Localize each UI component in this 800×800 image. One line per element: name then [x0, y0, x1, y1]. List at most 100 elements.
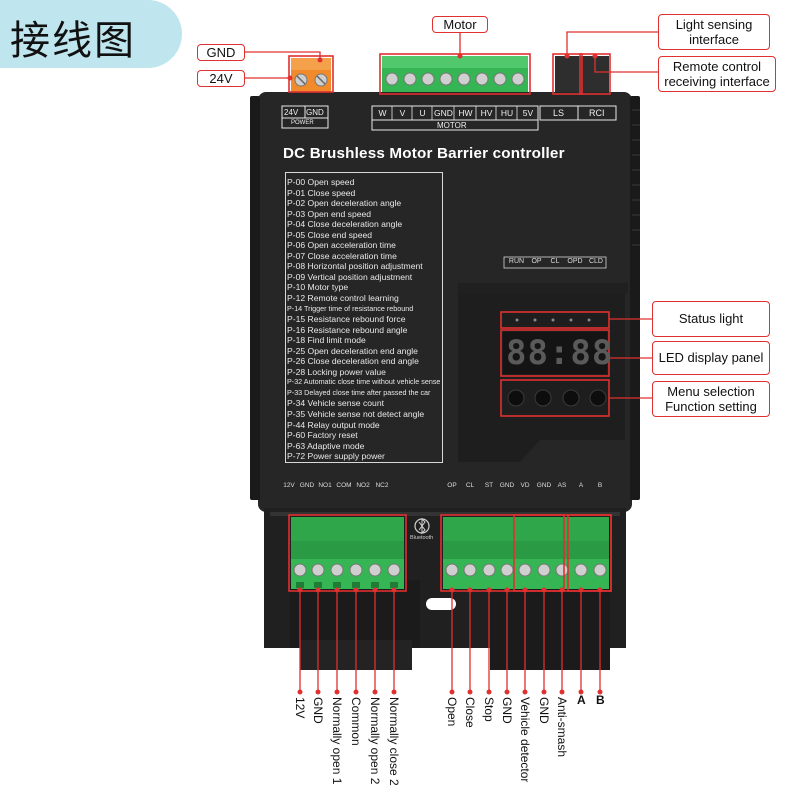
status-label: CL [550, 258, 560, 265]
motor-pin-label: HV [480, 108, 493, 118]
parameter-item: P-63 Adaptive mode [287, 440, 365, 451]
left-terminal-label: Common [349, 697, 363, 746]
right-terminal-block [443, 517, 609, 589]
led-display [503, 332, 607, 374]
callout-gnd: GND [197, 44, 245, 61]
highlight-boxes [288, 53, 612, 592]
ls-label: LS [553, 108, 565, 118]
left-terminal-label: GND [311, 697, 325, 724]
parameter-item: P-07 Close acceleration time [287, 250, 397, 261]
parameter-item: P-26 Close deceleration end angle [287, 356, 419, 367]
parameter-item: P-14 Trigger time of resistance rebound [287, 303, 414, 313]
wire-lines [299, 590, 601, 692]
callout-status-light: Status light [652, 301, 770, 337]
callout-light-sensing: Light sensing interface [658, 14, 770, 50]
left-terminal-silk-label: COM [336, 482, 352, 489]
power-terminal [291, 58, 331, 92]
left-terminal-silk-label: GND [299, 482, 315, 489]
parameter-item: P-60 Factory reset [287, 430, 358, 441]
right-terminal-label: Anti-smash [555, 697, 569, 758]
callout-lines [245, 31, 658, 399]
status-leds [515, 318, 591, 322]
bluetooth-icon [414, 517, 430, 535]
left-terminal-label: Normally open 2 [368, 697, 382, 785]
callout-led-panel: LED display panel [652, 341, 770, 375]
lower-housing-right [490, 580, 610, 670]
power-24v-label: 24V [284, 108, 299, 117]
callout-24v: 24V [197, 70, 245, 87]
left-terminal-label: Normally open 1 [330, 697, 344, 785]
right-terminal-label: Open [445, 697, 459, 727]
left-terminal-silk-label: NO1 [318, 482, 332, 489]
callout-remote-control: Remote control receiving interface [658, 56, 776, 92]
power-caption: POWER [291, 120, 314, 126]
title-badge [0, 0, 182, 68]
parameter-item: P-09 Vertical position adjustment [287, 271, 413, 282]
parameter-item: P-01 Close speed [287, 187, 356, 198]
status-label: OPD [567, 258, 583, 265]
parameter-item: P-02 Open deceleration angle [287, 198, 402, 209]
left-terminal-silk-label: 12V [283, 482, 295, 489]
right-terminal-silk-label: GND [499, 482, 515, 489]
parameter-item: P-06 Open acceleration time [287, 240, 396, 251]
right-terminal-silk-label: VD [520, 482, 530, 489]
bluetooth-label: Bluetooth [410, 535, 434, 541]
left-terminal-silk-label: NO2 [356, 482, 370, 489]
right-terminal-silk-label: GND [536, 482, 552, 489]
ab-label: A [577, 693, 586, 707]
right-terminal-silk-label: OP [447, 482, 457, 489]
right-terminal-label: Stop [482, 697, 496, 722]
right-terminal-silk-label: B [597, 482, 603, 489]
motor-pin-label: U [419, 108, 426, 118]
parameter-item: P-18 Find limit mode [287, 335, 366, 346]
right-terminal-label: Vehicle detector [518, 697, 532, 783]
motor-pin-label: V [399, 108, 406, 118]
parameter-item: P-44 Relay output mode [287, 419, 380, 430]
status-label: CLD [588, 258, 603, 265]
board-title: DC Brushless Motor Barrier controller [283, 145, 565, 162]
fin-grooves [632, 109, 640, 246]
right-terminal-silk-label: CL [465, 482, 475, 489]
parameter-item: P-04 Close deceleration angle [287, 219, 403, 230]
status-label: OP [531, 258, 542, 265]
led-digits: 88:88 [506, 333, 614, 373]
parameter-item: P-28 Locking power value [287, 366, 386, 377]
right-terminal-label: Close [463, 697, 477, 728]
motor-pin-label: HU [500, 108, 514, 118]
parameter-item: P-15 Resistance rebound force [287, 314, 406, 325]
motor-pin-label: 5V [522, 108, 534, 118]
left-terminal-block [291, 517, 404, 589]
ab-label: B [596, 693, 605, 707]
parameter-item: P-33 Delayed close time after passed the… [287, 387, 431, 397]
parameter-item: P-10 Motor type [287, 282, 349, 293]
left-terminal-label: 12V [293, 697, 307, 719]
parameter-item: P-08 Horizontal position adjustment [287, 261, 423, 272]
callout-motor: Motor [432, 16, 488, 33]
side-fins-right [630, 96, 640, 500]
motor-terminal [382, 56, 528, 92]
page-title: 接线图 [10, 18, 136, 64]
left-terminal-silk-label: NC2 [375, 482, 389, 489]
parameter-item: P-72 Power supply power [287, 451, 385, 462]
parameter-item: P-32 Automatic close time without vehicl… [287, 377, 441, 387]
parameter-item: P-00 Open speed [287, 177, 355, 187]
parameter-item: P-34 Vehicle sense count [287, 398, 384, 409]
right-terminal-silk-label: A [578, 482, 584, 489]
parameter-item: P-16 Resistance rebound angle [287, 324, 408, 335]
right-terminal-label: GND [537, 697, 551, 724]
ls-connector [555, 56, 581, 92]
status-label-box [503, 256, 607, 269]
menu-buttons [507, 389, 607, 407]
parameter-item: P-25 Open deceleration end angle [287, 345, 418, 356]
parameter-item: P-12 Remote control learning [287, 293, 399, 304]
motor-pin-label: HW [458, 108, 473, 118]
side-fins-left [250, 96, 260, 500]
motor-pin-label: W [378, 108, 387, 118]
callout-menu: Menu selection Function setting [652, 381, 770, 417]
mount-slot [426, 598, 456, 610]
right-terminal-silk-label: AS [557, 482, 567, 489]
parameter-item: P-35 Vehicle sense not detect angle [287, 409, 425, 420]
parameter-item: P-03 Open end speed [287, 208, 372, 219]
